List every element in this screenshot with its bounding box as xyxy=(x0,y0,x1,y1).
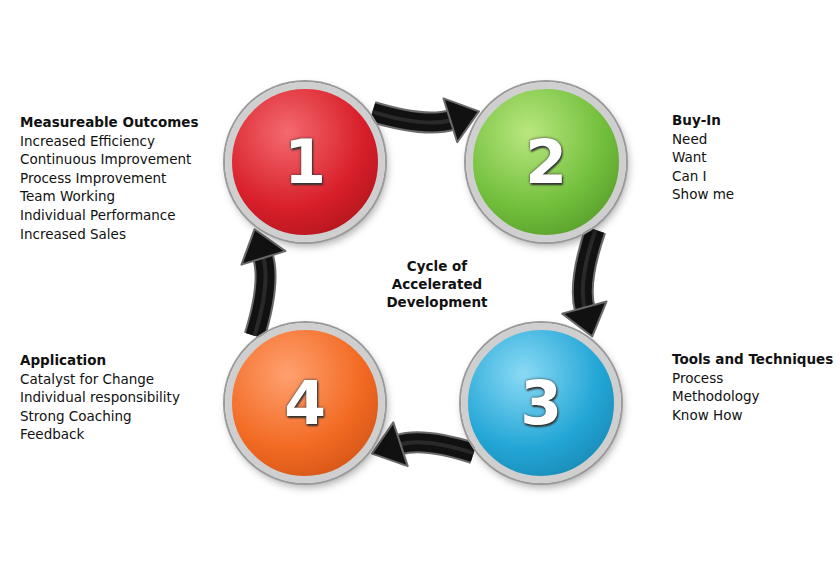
cycle-circle: 1 xyxy=(225,82,385,242)
list-item: Team Working xyxy=(20,187,115,206)
cycle-arrow xyxy=(372,98,479,142)
list-item: Increased Efficiency xyxy=(20,132,155,151)
cycle-arrow xyxy=(372,422,474,466)
step-number: 1 xyxy=(284,132,326,192)
step-number: 3 xyxy=(520,373,562,433)
cycle-circle: 4 xyxy=(225,323,385,483)
list-item: Continuous Improvement xyxy=(20,150,191,169)
list-item: Show me xyxy=(672,185,734,204)
group-heading: Tools and Techniques xyxy=(672,350,833,369)
cycle-arrow xyxy=(562,230,606,337)
list-item: Increased Sales xyxy=(20,225,126,244)
group-heading: Buy-In xyxy=(672,111,721,130)
list-item: Feedback xyxy=(20,425,84,444)
center-title: Cycle of Accelerated Development xyxy=(382,257,492,311)
cycle-circle: 3 xyxy=(461,323,621,483)
list-item: Process Improvement xyxy=(20,169,166,188)
list-item: Know How xyxy=(672,406,742,425)
list-item: Need xyxy=(672,130,707,149)
group-heading: Measureable Outcomes xyxy=(20,113,199,132)
step-number: 2 xyxy=(525,132,567,192)
step-number: 4 xyxy=(284,373,326,433)
list-item: Strong Coaching xyxy=(20,407,132,426)
list-item: Methodology xyxy=(672,387,759,406)
list-item: Individual Performance xyxy=(20,206,176,225)
list-item: Can I xyxy=(672,167,707,186)
list-item: Process xyxy=(672,369,723,388)
list-item: Individual responsibility xyxy=(20,388,180,407)
list-item: Catalyst for Change xyxy=(20,370,154,389)
cycle-circle: 2 xyxy=(466,82,626,242)
group-heading: Application xyxy=(20,351,106,370)
list-item: Want xyxy=(672,148,707,167)
cycle-arrow xyxy=(241,229,285,336)
